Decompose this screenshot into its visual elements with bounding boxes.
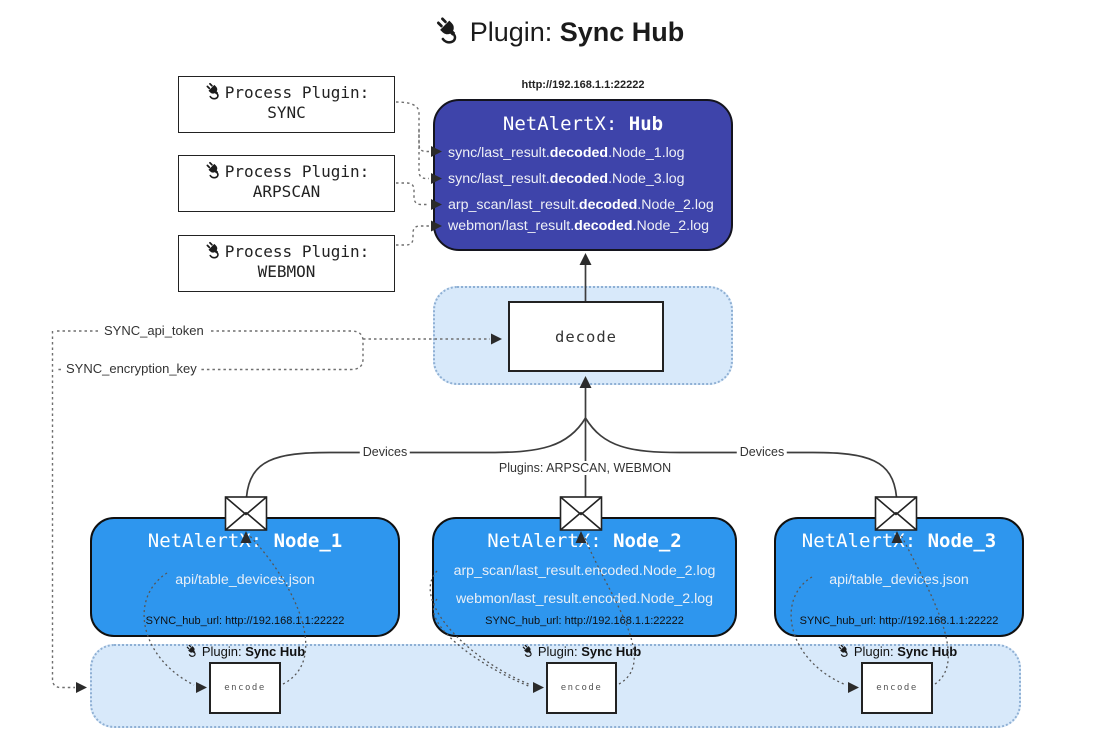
plug-icon	[185, 644, 199, 658]
plug-icon	[837, 644, 851, 658]
plug-icon	[204, 161, 223, 180]
node-file: api/table_devices.json	[829, 572, 969, 588]
hub-title: NetAlertX: Hub	[502, 113, 664, 135]
node-file: api/table_devices.json	[175, 572, 315, 588]
node-hub-url: SYNC_hub_url: http://192.168.1.1:22222	[485, 615, 684, 627]
encode-box: encode	[861, 662, 933, 714]
node-2-box: NetAlertX: Node_2 arp_scan/last_result.e…	[432, 517, 737, 637]
edge-label-plugins: Plugins: ARPSCAN, WEBMON	[495, 461, 675, 475]
process-plugin-box-sync: Process Plugin: SYNC	[178, 76, 395, 133]
node-file: webmon/last_result.encoded.Node_2.log	[455, 591, 714, 607]
band-plugin-label: Plugin: Sync Hub	[837, 644, 957, 659]
hub-url-label: http://192.168.1.1:22222	[521, 79, 645, 91]
band-plugin-label: Plugin: Sync Hub	[521, 644, 641, 659]
process-plugin-box-arpscan: Process Plugin: ARPSCAN	[178, 155, 395, 212]
process-plugin-label: Process Plugin:	[224, 83, 370, 102]
decode-box: decode	[508, 301, 664, 372]
process-plugin-name: SYNC	[267, 103, 306, 122]
plug-icon	[521, 644, 535, 658]
node-hub-url: SYNC_hub_url: http://192.168.1.1:22222	[799, 615, 999, 627]
node-title: NetAlertX: Node_1	[147, 530, 343, 552]
band-plugin-label: Plugin: Sync Hub	[185, 644, 305, 659]
title-prefix: Plugin:	[469, 17, 560, 47]
process-plugin-label: Process Plugin:	[224, 162, 370, 181]
sync-api-token-label: SYNC_api_token	[100, 323, 208, 338]
node-1-box: NetAlertX: Node_1 api/table_devices.json…	[90, 517, 400, 637]
process-plugin-name: WEBMON	[257, 262, 316, 281]
plug-icon	[433, 16, 463, 46]
node-title: NetAlertX: Node_2	[487, 530, 682, 552]
process-plugin-box-webmon: Process Plugin: WEBMON	[178, 235, 395, 292]
node-hub-url: SYNC_hub_url: http://192.168.1.1:22222	[145, 615, 345, 627]
hub-node: NetAlertX: Hub sync/last_result.decoded.…	[433, 99, 733, 251]
node-title: NetAlertX: Node_3	[801, 530, 997, 552]
encode-box: encode	[546, 662, 617, 714]
encode-box: encode	[209, 662, 281, 714]
hub-log-entry: webmon/last_result.decoded.Node_2.log	[448, 218, 710, 234]
edge-label-devices-right: Devices	[736, 445, 788, 459]
node-file: arp_scan/last_result.encoded.Node_2.log	[453, 563, 716, 579]
process-plugin-label: Process Plugin:	[224, 242, 370, 261]
edge-label-devices-left: Devices	[359, 445, 411, 459]
process-plugin-name: ARPSCAN	[252, 182, 321, 201]
hub-log-entry: sync/last_result.decoded.Node_1.log	[448, 145, 685, 161]
title-bold: Sync Hub	[559, 17, 685, 47]
node-3-box: NetAlertX: Node_3 api/table_devices.json…	[774, 517, 1024, 637]
hub-log-entry: sync/last_result.decoded.Node_3.log	[448, 171, 685, 187]
sync-encryption-key-label: SYNC_encryption_key	[62, 361, 201, 376]
page-title: Plugin: Sync Hub	[0, 16, 1117, 48]
hub-log-entry: arp_scan/last_result.decoded.Node_2.log	[448, 197, 714, 213]
plug-icon	[204, 82, 223, 101]
plug-icon	[204, 241, 223, 260]
